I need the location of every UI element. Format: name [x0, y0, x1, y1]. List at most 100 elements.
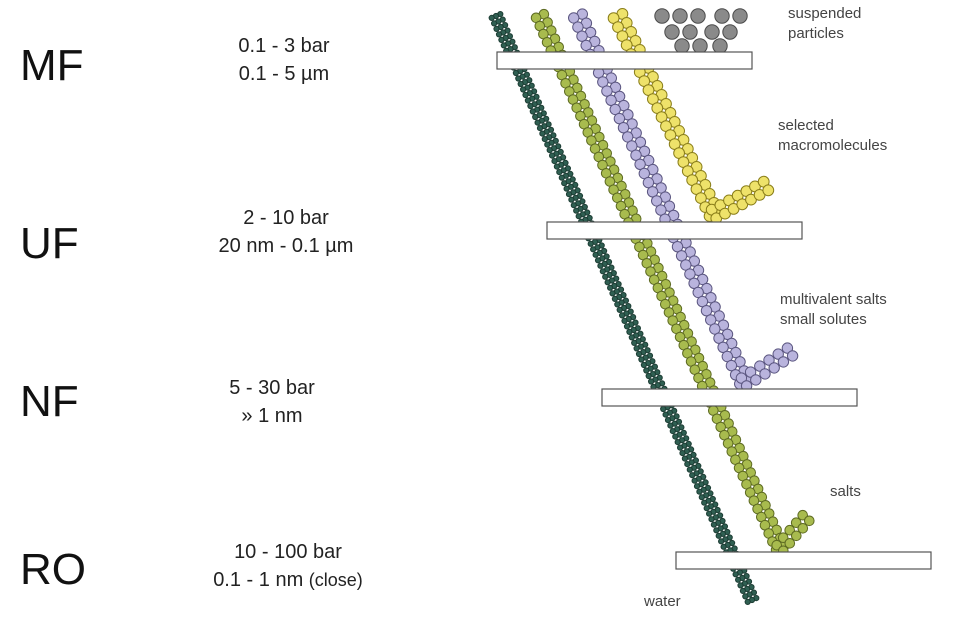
solute-particle [609, 103, 621, 116]
water-particle [672, 433, 679, 440]
water-particle [500, 42, 507, 49]
water-particle [628, 334, 635, 341]
water-particle [551, 158, 558, 165]
solute-particle [754, 360, 766, 372]
water-particle [592, 251, 599, 258]
water-particle [667, 422, 674, 429]
suspended-particle [682, 24, 698, 40]
multivalent-salts-label: multivalent salts small solutes [780, 290, 887, 329]
water-particle [720, 543, 727, 550]
mf-spec: 0.1 - 3 bar 0.1 - 5 µm [164, 32, 404, 88]
water-particle [735, 576, 742, 583]
membrane-uf [546, 221, 803, 240]
salt-particle [804, 515, 815, 527]
membrane-ro [675, 551, 932, 570]
water-particle [597, 262, 604, 269]
water-particle [515, 75, 522, 82]
water-particle [708, 516, 715, 523]
water-particle [645, 372, 652, 380]
water-particle [614, 301, 621, 308]
water-particle [549, 152, 556, 159]
suspended-particle [732, 8, 748, 24]
membrane-nf [601, 388, 858, 407]
water-particle [679, 450, 686, 457]
water-particle [713, 527, 720, 534]
water-particle [677, 444, 684, 451]
water-particle [706, 510, 713, 517]
water-label: water [644, 593, 681, 610]
mf-label: MF [20, 41, 84, 90]
ro-size-line: 0.1 - 1 nm (close) [168, 566, 408, 594]
water-particle [498, 36, 505, 44]
suspended-particle [690, 8, 706, 24]
solute-particle [750, 374, 762, 386]
salt-particle [791, 530, 802, 542]
water-particle [563, 185, 570, 192]
water-particle [701, 499, 708, 506]
water-particle [544, 141, 551, 148]
water-particle [674, 439, 681, 446]
solute-particle [781, 342, 794, 354]
suspended-line1: suspended [788, 5, 862, 22]
water-particle [570, 202, 577, 209]
water-particle [527, 102, 534, 110]
suspended-particle [692, 38, 708, 54]
suspended-particle [712, 38, 728, 54]
water-particle [710, 521, 718, 528]
water-particle [635, 350, 643, 358]
solute-particle [626, 140, 638, 152]
solute-particle [777, 356, 790, 368]
suspended-line2: particles [788, 24, 844, 42]
water-particle [517, 80, 524, 88]
water-particle [573, 207, 580, 214]
salt-particle [784, 538, 796, 549]
macromolecule-particle [762, 184, 775, 197]
water-particle [539, 130, 546, 137]
solute-particle [744, 366, 757, 378]
water-particle [640, 361, 648, 369]
water-particle [599, 268, 606, 275]
solute-particle [576, 30, 588, 42]
water-particle [626, 328, 633, 335]
water-particle [565, 191, 573, 198]
water-particle [524, 97, 532, 104]
mf-pressure: 0.1 - 3 bar [238, 35, 330, 57]
multi-line2: small solutes [780, 310, 867, 328]
nf-pressure: 5 - 30 bar [229, 377, 315, 399]
ro-label: RO [20, 545, 86, 594]
water-particle [691, 477, 698, 484]
water-particle [495, 31, 503, 38]
ro-spec: 10 - 100 bar 0.1 - 1 nm (close) [168, 538, 408, 594]
water-particle [532, 113, 539, 121]
nf-spec: 5 - 30 bar » 1 nm [152, 374, 392, 430]
water-particle [556, 169, 563, 176]
suspended-particle [722, 24, 738, 40]
water-particle [609, 290, 616, 297]
water-particle [619, 312, 626, 319]
water-particle [541, 136, 548, 143]
uf-pressure: 2 - 10 bar [243, 207, 329, 229]
suspended-particle [714, 8, 730, 24]
water-particle [587, 240, 594, 247]
solute-particle [568, 12, 580, 24]
water-particle [643, 367, 650, 374]
water-particle [718, 538, 725, 545]
ro-pressure: 10 - 100 bar [234, 541, 342, 563]
solute-particle [692, 286, 704, 299]
water-particle [520, 86, 527, 93]
uf-label: UF [20, 219, 79, 268]
water-particle [715, 532, 722, 539]
water-particle [621, 317, 628, 324]
water-particle [546, 147, 553, 154]
water-particle [631, 339, 638, 346]
solute-particle [735, 372, 748, 384]
water-particle [590, 246, 597, 253]
uf-spec: 2 - 10 bar 20 nm - 0.1 µm [166, 204, 406, 260]
membrane-mf [496, 51, 753, 70]
water-particle [558, 174, 565, 181]
solute-particle [601, 85, 613, 97]
solute-particle [763, 354, 775, 366]
solute-particle [642, 176, 655, 189]
